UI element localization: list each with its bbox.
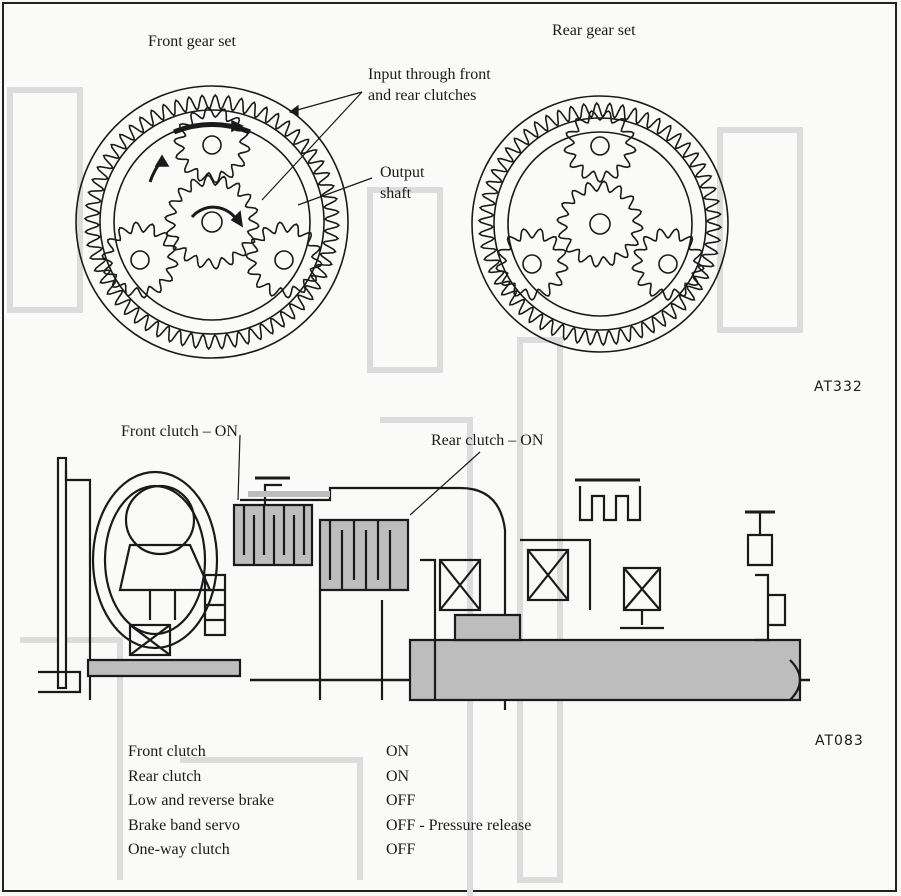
transmission-cross-section — [38, 456, 810, 710]
status-row-name: One-way clutch — [128, 841, 230, 859]
front-clutch-label: Front clutch – ON — [121, 423, 238, 440]
status-row-state: OFF - Pressure release — [386, 816, 532, 834]
input-callout-line-1: Input through front — [368, 66, 491, 83]
rear-gear-set-title: Rear gear set — [552, 22, 636, 39]
status-row-state: OFF — [386, 841, 416, 859]
rear-clutch-label: Rear clutch – ON — [431, 432, 544, 449]
callout-leaders — [237, 91, 481, 516]
figure-code-at332: AT332 — [814, 379, 863, 395]
output-callout-line-1: Output — [380, 164, 425, 181]
status-row-state: ON — [386, 743, 410, 761]
status-row: Rear clutch ON — [128, 765, 531, 790]
status-row-name: Rear clutch — [128, 767, 202, 785]
status-row-name: Low and reverse brake — [128, 792, 275, 810]
status-row-state: OFF — [386, 792, 416, 810]
front-gear-set-drawing — [75, 85, 349, 359]
status-row-name: Front clutch — [128, 743, 206, 761]
status-row: One-way clutch OFF — [128, 838, 531, 863]
status-row-state: ON — [386, 767, 410, 785]
ghost-background-drawing — [7, 87, 803, 896]
input-callout-line-2: and rear clutches — [368, 87, 477, 104]
front-gear-set-title: Front gear set — [148, 33, 236, 50]
figure-code-at083: AT083 — [815, 733, 864, 749]
status-row: Brake band servo OFF - Pressure release — [128, 814, 531, 839]
status-row-name: Brake band servo — [128, 816, 240, 834]
output-callout-line-2: shaft — [380, 185, 412, 202]
status-row: Low and reverse brake OFF — [128, 789, 531, 814]
status-row: Front clutch ON — [128, 740, 531, 765]
rear-gear-set-drawing — [471, 95, 729, 353]
